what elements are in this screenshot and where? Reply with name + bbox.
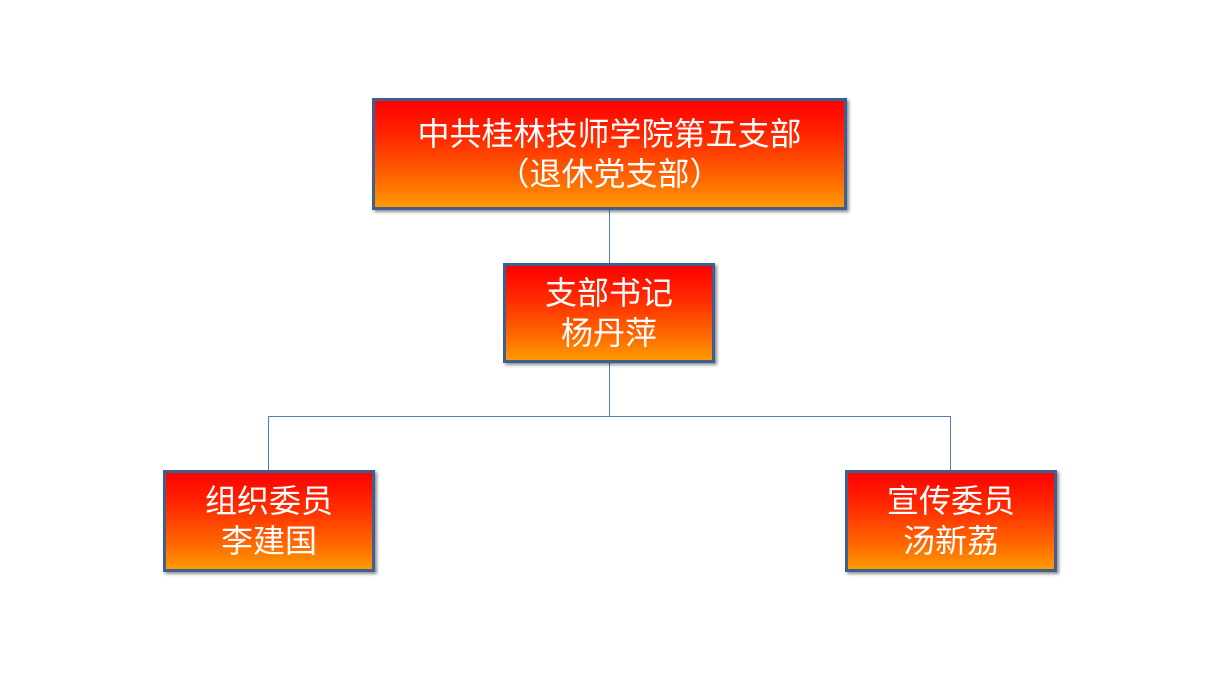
node-branch-secretary: 支部书记 杨丹萍 xyxy=(503,263,715,363)
organization-member-role: 组织委员 xyxy=(204,482,333,520)
connector-horizontal-bar xyxy=(268,416,951,417)
connector-to-prop-member xyxy=(950,416,951,470)
connector-to-org-member xyxy=(268,416,269,470)
node-organization-member: 组织委员 李建国 xyxy=(163,470,375,572)
node-party-branch: 中共桂林技师学院第五支部 （退休党支部） xyxy=(372,98,847,210)
node-propaganda-member: 宣传委员 汤新荔 xyxy=(845,470,1057,572)
secretary-role: 支部书记 xyxy=(544,274,673,312)
connector-root-to-secretary xyxy=(609,210,610,263)
organization-member-name: 李建国 xyxy=(220,522,317,560)
secretary-name: 杨丹萍 xyxy=(560,314,657,352)
propaganda-member-role: 宣传委员 xyxy=(886,482,1015,520)
connector-secretary-down xyxy=(609,363,610,417)
party-branch-subtitle: （退休党支部） xyxy=(497,155,722,193)
propaganda-member-name: 汤新荔 xyxy=(902,522,999,560)
party-branch-name: 中共桂林技师学院第五支部 xyxy=(417,115,802,153)
